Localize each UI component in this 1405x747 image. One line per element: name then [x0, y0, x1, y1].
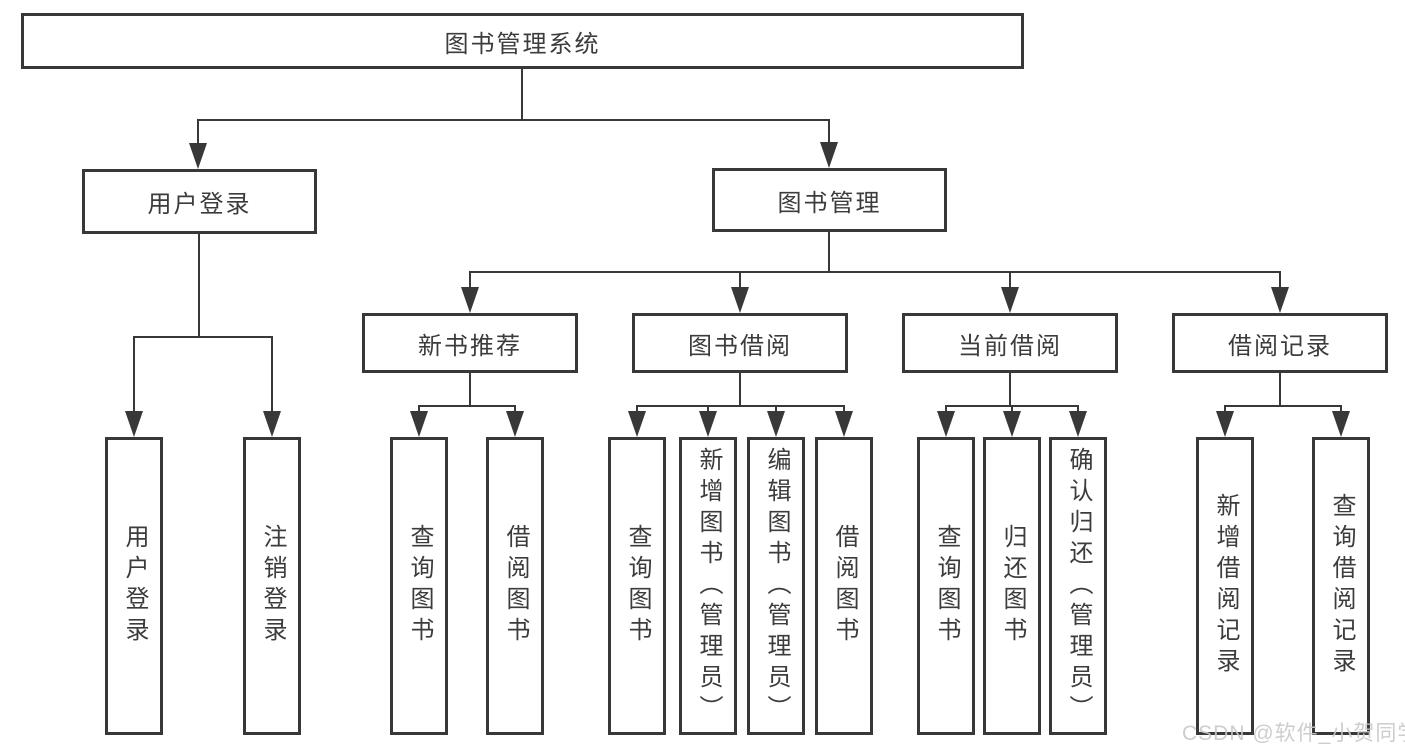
connector-line [945, 405, 947, 415]
node-leaf-return-book: 归还图书 [983, 437, 1041, 735]
connector-line [636, 405, 638, 415]
arrow-down-icon [820, 142, 838, 168]
arrow-down-icon [767, 411, 785, 437]
connector-line [133, 336, 273, 338]
connector-line [521, 69, 523, 119]
node-label: 借阅图书 [831, 524, 858, 648]
node-new-book-recommend: 新书推荐 [362, 313, 578, 373]
connector-line [1279, 373, 1281, 407]
node-leaf-add-book-admin: 新增图书（管理员） [679, 437, 737, 735]
connector-line [418, 405, 420, 415]
node-leaf-query-books-1: 查询图书 [390, 437, 448, 735]
node-leaf-query-books-3: 查询图书 [917, 437, 975, 735]
connector-line [133, 336, 135, 414]
node-label: 图书管理系统 [444, 30, 601, 58]
node-label: 借阅记录 [1228, 332, 1332, 360]
node-user-login-branch: 用户登录 [82, 169, 317, 234]
arrow-down-icon [699, 411, 717, 437]
node-label: 当前借阅 [958, 332, 1062, 360]
arrow-down-icon [410, 411, 428, 437]
arrow-down-icon [835, 411, 853, 437]
connector-line [418, 405, 516, 407]
arrow-down-icon [1069, 411, 1087, 437]
connector-line [198, 234, 200, 338]
node-label: 用户登录 [121, 524, 148, 648]
node-leaf-user-login: 用户登录 [105, 437, 163, 735]
arrow-down-icon [125, 411, 143, 437]
arrow-down-icon [506, 411, 524, 437]
arrow-down-icon [1001, 287, 1019, 313]
connector-line [469, 271, 471, 291]
arrow-down-icon [461, 287, 479, 313]
connector-line [739, 373, 741, 407]
connector-line [1011, 405, 1013, 415]
node-label: 归还图书 [999, 524, 1026, 648]
connector-line [636, 405, 845, 407]
node-label: 新增图书（管理员） [695, 446, 722, 726]
connector-line [1224, 405, 1342, 407]
node-leaf-borrow-books-1: 借阅图书 [486, 437, 544, 735]
node-leaf-borrow-books-2: 借阅图书 [815, 437, 873, 735]
connector-line [843, 405, 845, 415]
node-book-management-branch: 图书管理 [712, 168, 947, 232]
connector-line [775, 405, 777, 415]
node-label: 查询借阅记录 [1328, 493, 1355, 679]
arrow-down-icon [628, 411, 646, 437]
node-book-borrowing: 图书借阅 [632, 313, 848, 373]
node-label: 查询图书 [933, 524, 960, 648]
connector-line [1279, 271, 1281, 291]
node-leaf-edit-book-admin: 编辑图书（管理员） [747, 437, 805, 735]
node-leaf-add-borrow-record: 新增借阅记录 [1196, 437, 1254, 735]
node-label: 新增借阅记录 [1212, 493, 1239, 679]
arrow-down-icon [1271, 287, 1289, 313]
connector-line [271, 336, 273, 414]
node-label: 新书推荐 [418, 332, 522, 360]
connector-line [828, 232, 830, 273]
node-label: 借阅图书 [502, 524, 529, 648]
arrow-down-icon [1003, 411, 1021, 437]
connector-line [197, 119, 199, 147]
connector-line [198, 119, 830, 121]
node-label: 查询图书 [406, 524, 433, 648]
node-current-borrowing: 当前借阅 [902, 313, 1118, 373]
arrow-down-icon [731, 287, 749, 313]
node-leaf-query-borrow-record: 查询借阅记录 [1312, 437, 1370, 735]
arrow-down-icon [1216, 411, 1234, 437]
connector-line [828, 119, 830, 147]
arrow-down-icon [1332, 411, 1350, 437]
node-label: 查询图书 [624, 524, 651, 648]
connector-line [1340, 405, 1342, 415]
arrow-down-icon [263, 411, 281, 437]
arrow-down-icon [189, 143, 207, 169]
node-leaf-logout: 注销登录 [243, 437, 301, 735]
connector-line [469, 271, 1281, 273]
arrow-down-icon [937, 411, 955, 437]
connector-line [469, 373, 471, 407]
node-leaf-confirm-return-admin: 确认归还（管理员） [1049, 437, 1107, 735]
csdn-watermark: CSDN @软件_小贺同学 [1182, 722, 1405, 745]
node-label: 用户登录 [147, 191, 252, 218]
node-label: 图书借阅 [688, 332, 792, 360]
connector-line [514, 405, 516, 415]
connector-line [1009, 271, 1011, 291]
node-borrowing-records: 借阅记录 [1172, 313, 1388, 373]
node-label: 编辑图书（管理员） [763, 446, 790, 726]
connector-line [1077, 405, 1079, 415]
node-label: 注销登录 [259, 524, 286, 648]
connector-line [707, 405, 709, 415]
connector-line [1224, 405, 1226, 415]
node-leaf-query-books-2: 查询图书 [608, 437, 666, 735]
node-label: 确认归还（管理员） [1065, 446, 1092, 726]
node-label: 图书管理 [777, 189, 882, 217]
node-library-system: 图书管理系统 [21, 13, 1024, 69]
connector-line [1009, 373, 1011, 407]
connector-line [739, 271, 741, 291]
